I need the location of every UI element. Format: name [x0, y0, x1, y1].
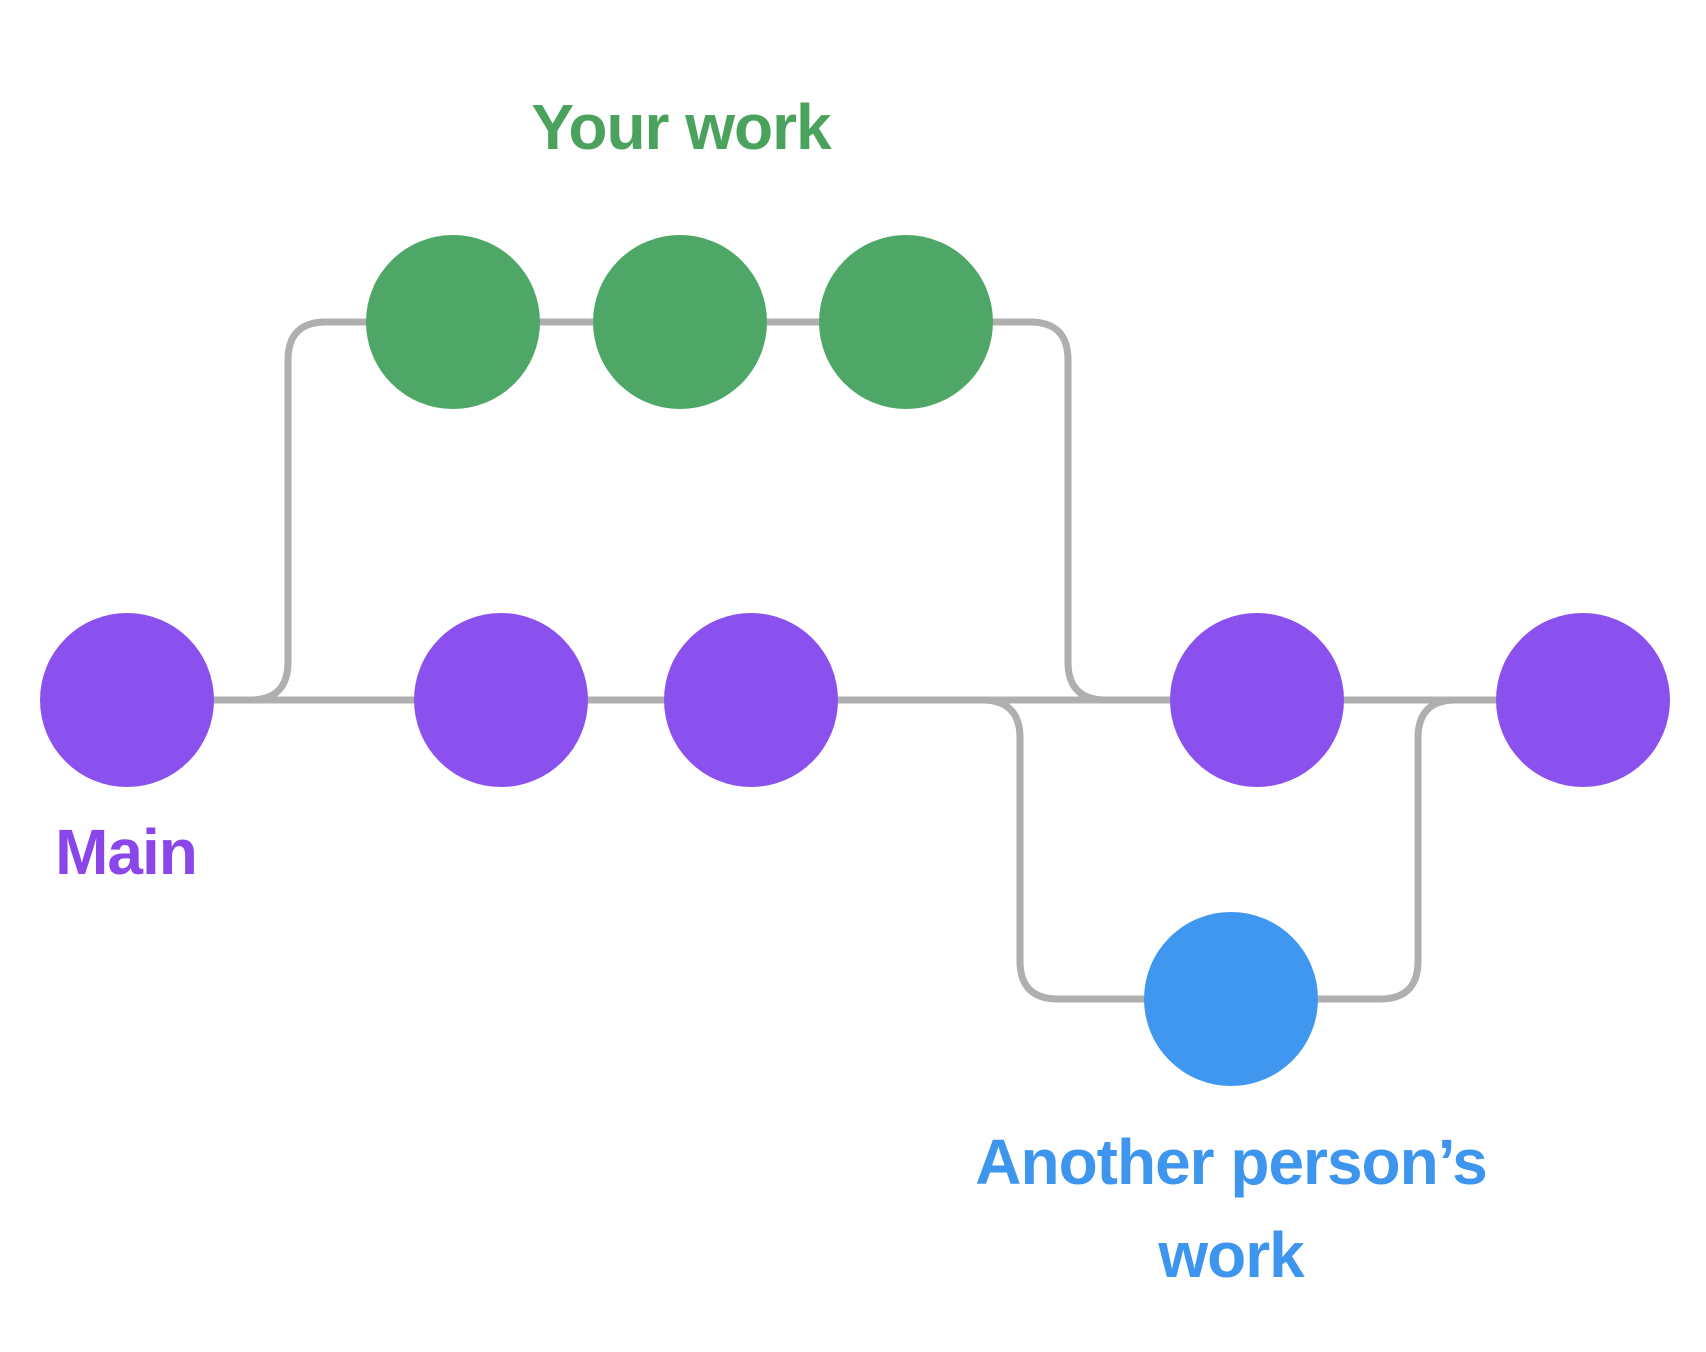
commit-node-your-work-3 — [819, 235, 993, 409]
commit-node-another-person-1 — [1144, 912, 1318, 1086]
commit-node-main-1 — [40, 613, 214, 787]
your-work-branch-label: Your work — [531, 91, 831, 163]
commit-node-your-work-2 — [593, 235, 767, 409]
another-person-label-line1: Another person’s — [975, 1126, 1487, 1198]
main-branch-label: Main — [55, 816, 198, 888]
another-person-label-line2: work — [1158, 1219, 1304, 1291]
commit-node-your-work-1 — [366, 235, 540, 409]
commit-node-main-3 — [664, 613, 838, 787]
commit-node-main-2 — [414, 613, 588, 787]
commit-node-main-5 — [1496, 613, 1670, 787]
another-person-branch-label: Another person’s work — [975, 1116, 1487, 1302]
commit-node-main-4 — [1170, 613, 1344, 787]
